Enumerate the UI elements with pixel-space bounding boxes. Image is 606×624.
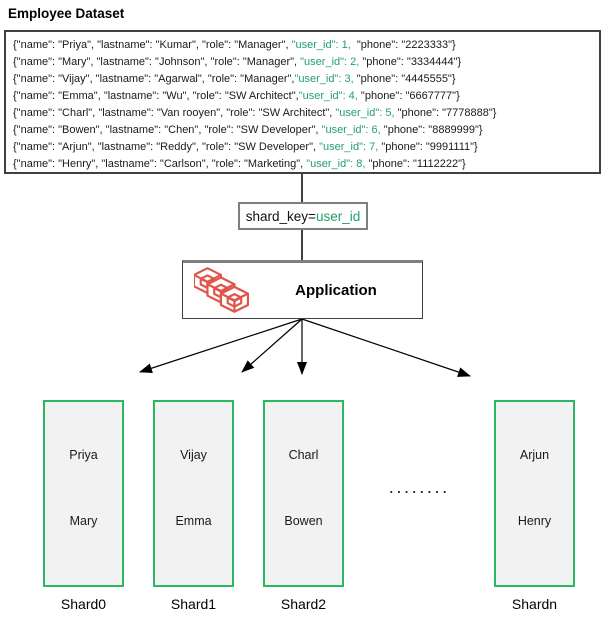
shard2-label: Shard2 [280,596,327,612]
shardn-label: Shardn [511,596,558,612]
record-text: "phone": "4445555"} [353,73,456,85]
record-text: {"name": "Priya", "lastname": "Kumar", "… [13,39,292,51]
record-user-id: "user_id": 5, [335,107,395,119]
shard-record-name: Priya [69,448,98,462]
record-text: "phone": "3334444"} [359,56,462,68]
dataset-record: {"name": "Arjun", "lastname": "Reddy", "… [13,139,599,156]
record-user-id: "user_id": 4, [298,90,358,102]
shard0-box: Priya Mary [43,400,124,587]
arrow-to-shardn [301,318,471,377]
shard-record-name: Arjun [519,448,550,462]
record-user-id: "user_id": 2, [300,56,360,68]
record-text: "phone": "6667777"} [357,90,460,102]
dataset-record: {"name": "Charl", "lastname": "Van rooye… [13,105,599,122]
dataset-record: {"name": "Vijay", "lastname": "Agarwal",… [13,71,599,88]
employee-dataset-box: {"name": "Priya", "lastname": "Kumar", "… [4,30,601,174]
dataset-record: {"name": "Mary", "lastname": "Johnson", … [13,54,599,71]
application-label: Application [295,282,377,299]
record-text: {"name": "Mary", "lastname": "Johnson", … [13,56,301,68]
record-text: {"name": "Charl", "lastname": "Van rooye… [13,107,336,119]
shard-record-name: Vijay [180,448,207,462]
shard-record-name: Charl [288,448,319,462]
record-text: "phone": "9991111"} [378,141,478,153]
shard2-box: Charl Bowen [263,400,344,587]
record-user-id: "user_id": 3, [294,73,354,85]
record-user-id: "user_id": 6, [321,124,381,136]
shard-key-box: shard_key=user_id [238,202,368,230]
dataset-record: {"name": "Bowen", "lastname": "Chen", "r… [13,122,599,139]
dataset-record: {"name": "Emma", "lastname": "Wu", "role… [13,88,599,105]
record-text: "phone": "7778888"} [394,107,497,119]
shard-record-name: Mary [69,514,98,528]
shard1-box: Vijay Emma [153,400,234,587]
record-user-id: "user_id": 1, [291,39,351,51]
shard1-label: Shard1 [170,596,217,612]
application-box: Application [182,260,423,319]
dataset-record: {"name": "Henry", "lastname": "Carlson",… [13,156,599,172]
shardn-box: Arjun Henry [494,400,575,587]
record-text: "phone": "1112222"} [365,158,466,170]
shard-record-name: Emma [175,514,212,528]
record-text: {"name": "Vijay", "lastname": "Agarwal",… [13,73,295,85]
record-text: "phone": "2223333"} [350,39,456,51]
shard-key-value: user_id [315,208,361,224]
record-text: {"name": "Henry", "lastname": "Carlson",… [13,158,307,170]
record-user-id: "user_id": 8, [306,158,366,170]
record-text: {"name": "Emma", "lastname": "Wu", "role… [13,90,299,102]
dataset-record: {"name": "Priya", "lastname": "Kumar", "… [13,37,599,54]
shard0-label: Shard0 [60,596,107,612]
cubes-stack-icon [194,266,250,313]
shard-record-name: Henry [517,514,552,528]
shard-key-prefix: shard_key= [245,208,316,224]
record-text: "phone": "8889999"} [380,124,483,136]
arrow-to-shard0 [139,318,303,374]
record-text: {"name": "Arjun", "lastname": "Reddy", "… [13,141,320,153]
more-shards-ellipsis: ........ [389,481,451,496]
page-title: Employee Dataset [8,6,125,21]
shard-record-name: Bowen [284,514,323,528]
record-user-id: "user_id": 7, [319,141,379,153]
record-text: {"name": "Bowen", "lastname": "Chen", "r… [13,124,322,136]
arrow-to-shard1 [241,318,303,373]
